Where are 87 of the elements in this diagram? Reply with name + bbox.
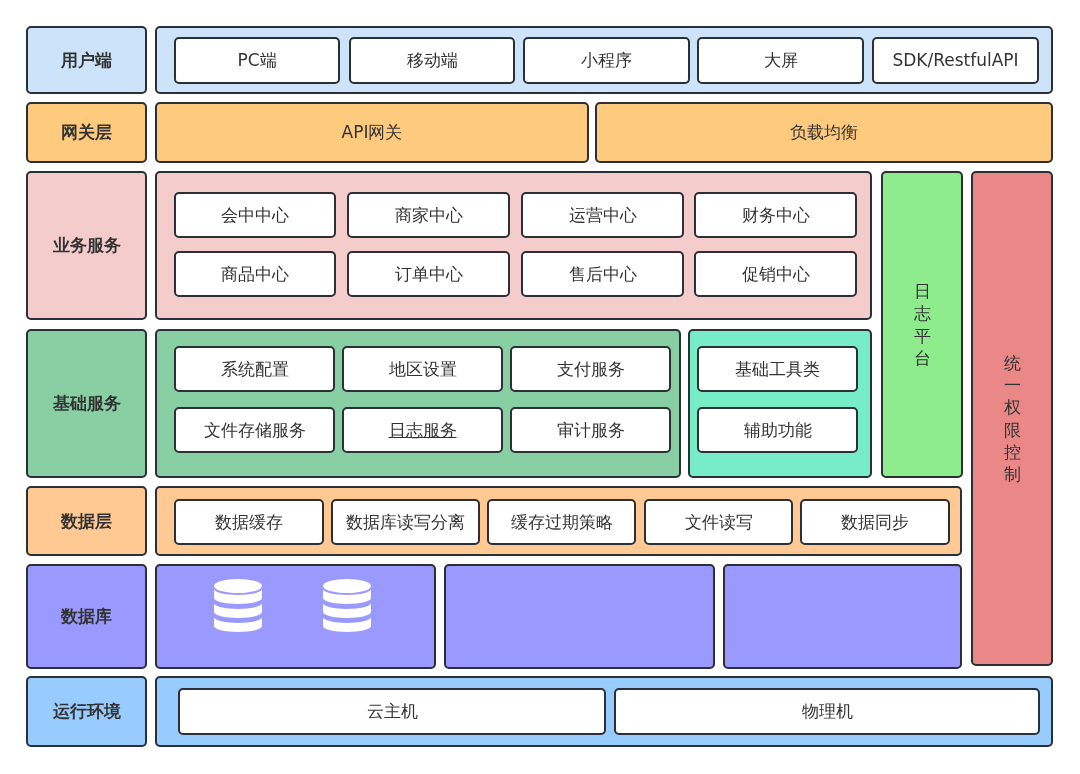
module-box (614, 688, 1040, 735)
module-name: 文件读写 (684, 511, 753, 533)
database-panel (444, 564, 715, 669)
module-name: PC端 (237, 50, 277, 71)
module-box (800, 499, 950, 545)
layer-name: 数据层 (61, 510, 112, 532)
side-panel-title: 日志平台 (913, 280, 931, 369)
module-name: 云主机 (366, 701, 418, 722)
layer-label-box (26, 26, 147, 94)
database-panel (723, 564, 962, 669)
gateway-name: API网关 (341, 122, 403, 143)
module-box (697, 37, 864, 84)
module-box (347, 251, 510, 297)
module-name: 物理机 (801, 701, 853, 722)
module-box (872, 37, 1039, 84)
module-name: 支付服务 (556, 358, 625, 380)
module-name: 数据缓存 (215, 511, 283, 533)
module-box (521, 251, 684, 297)
module-name: 商家中心 (394, 204, 463, 226)
layer-panel (155, 486, 962, 556)
module-box (174, 346, 335, 392)
module-box (174, 251, 336, 297)
layer-label-box (26, 329, 147, 478)
layer-label-box (26, 564, 147, 669)
module-box (644, 499, 793, 545)
module-name: 会中中心 (221, 204, 289, 226)
module-box (697, 346, 858, 392)
module-name: 商品中心 (221, 263, 289, 285)
module-box (697, 407, 858, 453)
module-name: 售后中心 (568, 263, 637, 285)
layer-label-box (26, 486, 147, 556)
module-name: 数据同步 (841, 511, 909, 533)
module-name: 系统配置 (220, 358, 289, 380)
module-name: 财务中心 (741, 204, 810, 226)
module-box (174, 499, 324, 545)
module-box (342, 346, 503, 392)
layer-panel (155, 171, 872, 320)
module-name: 缓存过期策略 (510, 511, 613, 533)
module-box (510, 346, 671, 392)
layer-panel (155, 26, 1053, 94)
layer-label-box (26, 171, 147, 320)
gateway-box (155, 102, 589, 163)
module-box (178, 688, 606, 735)
module-box (342, 407, 503, 453)
layer-panel (155, 329, 681, 478)
layer-name: 运行环境 (52, 701, 121, 722)
module-name: SDK/RestfulAPI (892, 50, 1019, 71)
module-name: 日志服务 (388, 419, 457, 441)
database-panel (155, 564, 436, 669)
module-box (523, 37, 690, 84)
module-box (174, 407, 335, 453)
layer-name: 数据库 (61, 606, 112, 627)
module-name: 大屏 (763, 50, 798, 71)
side-panel (881, 171, 963, 478)
gateway-box (595, 102, 1053, 163)
module-name: 移动端 (406, 50, 458, 71)
layer-name: 用户端 (61, 49, 112, 71)
module-name: 文件存储服务 (203, 419, 306, 441)
module-name: 辅助功能 (743, 419, 812, 441)
module-name: 地区设置 (388, 358, 457, 380)
gateway-name: 负载均衡 (790, 122, 858, 143)
module-box (174, 37, 340, 84)
module-name: 数据库读写分离 (346, 511, 465, 533)
layer-panel (688, 329, 872, 478)
module-box (347, 192, 510, 238)
module-name: 基础工具类 (735, 358, 820, 380)
module-box (694, 251, 857, 297)
layer-label-box (26, 102, 147, 163)
module-box (510, 407, 671, 453)
module-box (349, 37, 515, 84)
layer-name: 基础服务 (52, 393, 121, 414)
side-panel-title: 统一权限控制 (1003, 352, 1021, 485)
module-box (331, 499, 480, 545)
module-box (694, 192, 857, 238)
module-name: 小程序 (581, 50, 632, 71)
layer-name: 业务服务 (52, 235, 121, 256)
module-box (487, 499, 636, 545)
module-name: 促销中心 (741, 263, 810, 285)
module-name: 订单中心 (394, 263, 463, 285)
module-name: 运营中心 (568, 204, 637, 226)
layer-panel (155, 676, 1053, 747)
module-box (521, 192, 684, 238)
side-panel (971, 171, 1053, 666)
module-box (174, 192, 336, 238)
module-name: 审计服务 (556, 419, 625, 441)
layer-name: 网关层 (61, 122, 112, 143)
layer-label-box (26, 676, 147, 747)
